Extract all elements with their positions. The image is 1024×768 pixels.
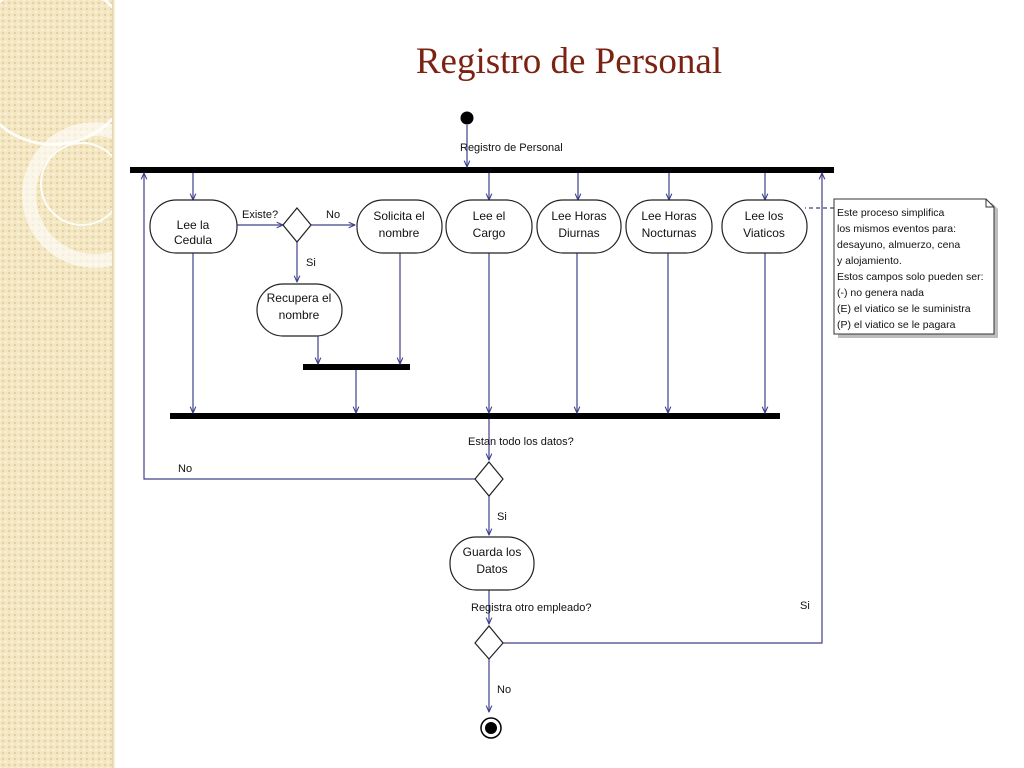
action-label: Nocturnas <box>642 226 697 240</box>
action-label: Cedula <box>174 233 212 247</box>
initial-node <box>460 111 474 125</box>
final-node-core <box>485 722 497 734</box>
join-bar <box>170 413 780 419</box>
decision-existe <box>282 207 312 243</box>
action-label: Lee Horas <box>551 209 606 223</box>
action-label: Lee el <box>473 209 506 223</box>
guard-datos-no: No <box>178 463 192 475</box>
note-line: Estos campos solo pueden ser: <box>837 271 984 283</box>
action-guarda-datos <box>449 536 535 591</box>
note-line: y alojamiento. <box>837 255 902 267</box>
join-bar-nombre <box>303 364 410 370</box>
guard-existe-no: No <box>326 209 340 221</box>
action-solicita-nombre <box>356 199 443 254</box>
action-lee-viaticos <box>721 199 808 254</box>
guard-datos-si: Si <box>497 511 507 523</box>
guard-otro-si: Si <box>800 600 810 612</box>
guard-datos-question: Estan todo los datos? <box>468 436 574 448</box>
decorative-sidebar <box>0 0 114 768</box>
action-label: nombre <box>279 308 320 322</box>
action-label: Lee los <box>745 209 784 223</box>
note-line: los mismos eventos para: <box>837 223 956 235</box>
note-line: (E) el viatico se le suministra <box>837 303 971 315</box>
note-box <box>833 198 995 335</box>
action-recupera-nombre <box>256 283 343 337</box>
guard-otro-no: No <box>497 684 511 696</box>
note-line: desayuno, almuerzo, cena <box>837 239 960 251</box>
decorative-ring <box>40 142 114 226</box>
action-label: Lee la <box>177 218 210 232</box>
decision-registra-otro <box>474 625 504 660</box>
action-label: Cargo <box>473 226 506 240</box>
note-line: Este proceso simplifica <box>837 207 945 219</box>
decision-datos-completos <box>474 461 504 497</box>
start-label: Registro de Personal <box>460 142 563 154</box>
sidebar-edge <box>112 0 115 768</box>
action-label: Datos <box>476 562 507 576</box>
action-label: Lee Horas <box>641 209 696 223</box>
action-lee-cargo <box>445 199 533 254</box>
guard-otro-question: Registra otro empleado? <box>471 602 591 614</box>
fork-bar <box>130 167 834 173</box>
action-lee-horas-diurnas <box>536 199 622 254</box>
action-label: Recupera el <box>267 291 332 305</box>
guard-existe-si: Si <box>306 257 316 269</box>
action-label: Guarda los <box>463 545 522 559</box>
action-label: Viaticos <box>743 226 785 240</box>
action-lee-horas-nocturnas <box>625 199 713 254</box>
note-fold <box>985 199 994 208</box>
slide-title: Registro de Personal <box>415 41 723 82</box>
guard-existe: Existe? <box>242 209 278 221</box>
note-line: (-) no genera nada <box>837 287 924 299</box>
note: Este proceso simplifica los mismos event… <box>833 198 998 338</box>
action-label: Solicita el <box>373 209 424 223</box>
note-line: (P) el viatico se le pagara <box>837 319 956 331</box>
action-label: Diurnas <box>558 226 599 240</box>
action-lee-cedula <box>149 199 238 254</box>
action-label: nombre <box>379 226 420 240</box>
